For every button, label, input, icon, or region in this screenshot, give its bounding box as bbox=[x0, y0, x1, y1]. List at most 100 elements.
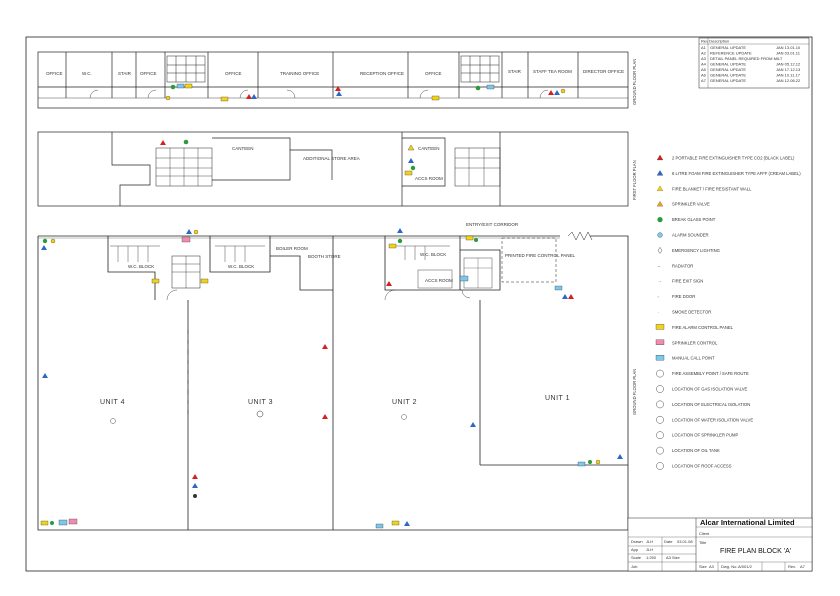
fire-alarm-panel-icon bbox=[577, 461, 586, 467]
legend-label: LOCATION OF ELECTRICAL ISOLATION bbox=[672, 402, 750, 407]
revision-description: GENERAL UPDATE bbox=[710, 45, 746, 50]
sprinkler-control-icon bbox=[151, 278, 160, 284]
legend-label: RADIATOR bbox=[672, 263, 693, 268]
legend-label: LOCATION OF ROOF ACCESS bbox=[672, 464, 732, 469]
revision-rev: A2 bbox=[701, 51, 707, 56]
unit-labels: UNIT 4 UNIT 3 UNIT 2 UNIT 1 bbox=[100, 395, 570, 406]
break-glass-icon bbox=[474, 238, 478, 242]
ground-room-labels: W.C. BLOCK W.C. BLOCK BOILER ROOM BOOTH … bbox=[128, 222, 576, 283]
sprinkler-control-icon bbox=[388, 243, 397, 249]
fire-alarm-control-icon bbox=[184, 83, 193, 89]
revision-description: GENERAL UPDATE bbox=[710, 73, 746, 78]
app-value: JLH bbox=[646, 547, 653, 552]
co2-extinguisher-icon bbox=[386, 281, 392, 286]
break-glass-icon bbox=[475, 85, 481, 91]
rev-value: A7 bbox=[800, 564, 806, 569]
sounder-icon bbox=[50, 238, 56, 244]
legend-symbol-icon bbox=[656, 431, 664, 440]
revision-date: JAN 17.12.13 bbox=[776, 67, 801, 72]
unit-label: UNIT 2 bbox=[392, 399, 417, 406]
ground-floor-room-labels: OFFICE W.C. STAIR OFFICE OFFICE TRAINING… bbox=[46, 69, 624, 76]
legend-symbol-icon bbox=[655, 339, 665, 345]
room-label: W.C. bbox=[82, 71, 92, 76]
legend-symbol-icon bbox=[656, 446, 664, 455]
size-value: A3 bbox=[709, 564, 715, 569]
sprinkler-control-icon bbox=[40, 520, 49, 526]
legend-label: ALARM SOUNDER bbox=[672, 233, 709, 238]
revision-rev: A3 bbox=[701, 56, 707, 61]
scale-label: Scale bbox=[631, 555, 642, 560]
room-label: W.C. BLOCK bbox=[128, 264, 154, 269]
revision-rev: A1 bbox=[701, 45, 707, 50]
unit-label: UNIT 3 bbox=[248, 399, 273, 406]
legend-label: LOCATION OF SPRINKLER PUMP bbox=[672, 433, 738, 438]
title-block bbox=[627, 517, 813, 572]
fire-alarm-panel-icon bbox=[459, 275, 469, 282]
room-label: STAIR bbox=[118, 71, 132, 76]
legend-label: MANUAL CALL POINT bbox=[672, 356, 715, 361]
fire-alarm-panel-icon bbox=[176, 83, 185, 89]
revision-rev: A5 bbox=[701, 67, 707, 72]
room-label: TRAINING OFFICE bbox=[280, 71, 319, 76]
revision-table-header: Rev Description bbox=[701, 39, 729, 44]
fire-blanket-icon bbox=[407, 144, 415, 151]
legend-symbol-icon bbox=[656, 415, 664, 424]
revision-rev: A6 bbox=[701, 73, 707, 78]
legend-symbol-icon bbox=[656, 201, 664, 207]
smoke-detector-icon bbox=[401, 414, 407, 420]
revision-date: JAN 10.11.17 bbox=[776, 73, 801, 78]
room-label: CANTEEN bbox=[232, 146, 254, 151]
legend-label: FIRE EXIT SIGN bbox=[672, 279, 703, 284]
fire-alarm-panel-icon bbox=[58, 519, 68, 526]
legend-label: FIRE DOOR bbox=[672, 294, 695, 299]
sounder-icon bbox=[560, 88, 566, 94]
sprinkler-control-icon bbox=[391, 520, 400, 526]
break-glass-icon bbox=[170, 84, 176, 90]
foam-extinguisher-icon bbox=[408, 158, 414, 163]
break-glass-icon bbox=[410, 165, 416, 171]
ground-floor-symbols bbox=[40, 228, 623, 529]
room-label: ADDITIONAL STORE AREA bbox=[303, 156, 360, 161]
foam-extinguisher-icon bbox=[470, 422, 476, 427]
revision-description: GENERAL UPDATE bbox=[710, 62, 746, 67]
foam-extinguisher-icon bbox=[404, 521, 410, 526]
legend-label: SMOKE DETECTOR bbox=[672, 310, 711, 315]
legend-symbol-icon bbox=[655, 324, 665, 330]
foam-extinguisher-icon bbox=[192, 483, 198, 488]
first-floor-labels: CANTEEN CANTEEN ADDITIONAL STORE AREA AC… bbox=[232, 146, 443, 181]
legend: 2 PORTABLE FIRE EXTINGUISHER TYPE CO2 (B… bbox=[655, 154, 801, 470]
title-block-text: Alcar International Limited Client Title… bbox=[631, 518, 806, 569]
legend-label: 6 LITRE FOAM FIRE EXTINGUISHER TYPE AFFF… bbox=[672, 171, 801, 176]
break-glass-icon bbox=[42, 238, 48, 244]
first-floor-symbols bbox=[160, 139, 416, 176]
manual-call-icon bbox=[181, 236, 191, 243]
foam-extinguisher-icon bbox=[336, 91, 342, 96]
legend-symbol-icon: → bbox=[658, 279, 662, 284]
sprinkler-control-icon bbox=[431, 95, 440, 101]
revision-rev: A7 bbox=[701, 78, 707, 83]
co2-extinguisher-icon bbox=[322, 344, 328, 349]
co2-extinguisher-icon bbox=[322, 414, 328, 419]
legend-symbol-icon bbox=[657, 247, 663, 254]
main-ground-floor bbox=[37, 231, 629, 531]
first-floor-strip bbox=[37, 131, 629, 207]
foam-extinguisher-icon bbox=[251, 94, 257, 99]
sounder-icon bbox=[193, 229, 199, 235]
legend-label: 2 PORTABLE FIRE EXTINGUISHER TYPE CO2 (B… bbox=[672, 156, 795, 161]
revision-description: GENERAL UPDATE bbox=[710, 78, 746, 83]
unit-label: UNIT 4 bbox=[100, 399, 125, 406]
smoke-detector-icon bbox=[110, 418, 116, 424]
legend-symbol-icon: · bbox=[658, 310, 659, 315]
room-label: CANTEEN bbox=[418, 146, 440, 151]
drawn-label: Drawn bbox=[631, 539, 643, 544]
job-label: Job bbox=[631, 564, 638, 569]
break-glass-icon bbox=[183, 139, 189, 145]
company-name: Alcar International Limited bbox=[700, 518, 795, 527]
legend-symbol-icon bbox=[656, 185, 664, 191]
room-label: OFFICE bbox=[46, 71, 63, 76]
room-label: PRINTED FIRE CONTROL PANEL bbox=[505, 253, 576, 258]
legend-symbol-icon bbox=[656, 154, 664, 161]
drawn-by: JLH bbox=[646, 539, 653, 544]
